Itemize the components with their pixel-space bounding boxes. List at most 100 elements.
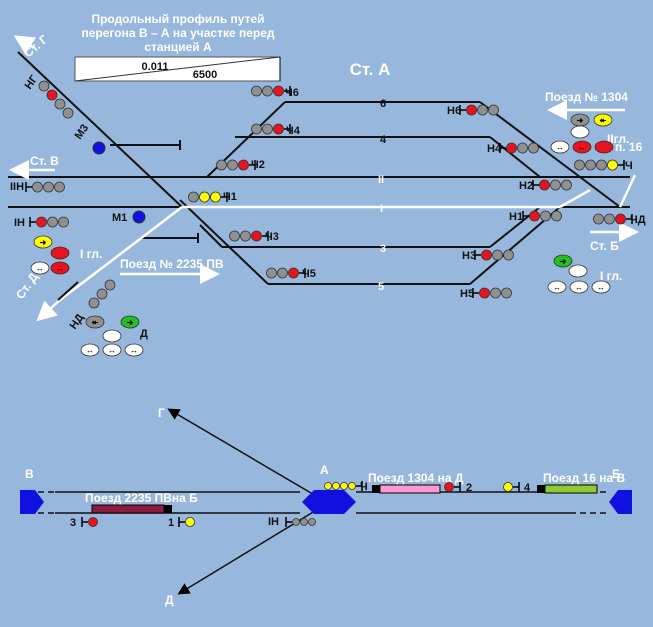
dir-d: Ст. Д xyxy=(13,270,41,302)
sig-label-n4: Н4 xyxy=(487,143,502,155)
svg-text:↔: ↔ xyxy=(578,143,586,152)
signal-m3 xyxy=(92,141,106,155)
signal-lamp xyxy=(481,249,492,261)
svg-text:➜: ➜ xyxy=(40,238,47,247)
sig-label-ch6: Ч6 xyxy=(285,87,299,99)
scheme-signal-ch xyxy=(324,481,363,491)
signal-chd xyxy=(593,213,633,225)
sig-label-ch2: Ч2 xyxy=(251,159,265,171)
ladder-5-left xyxy=(179,199,269,285)
ladder-4-right xyxy=(489,136,541,178)
track-num-4: 4 xyxy=(380,134,387,146)
signal-ch3 xyxy=(229,230,269,242)
tracks xyxy=(8,51,630,285)
scheme-signal-In xyxy=(285,517,316,527)
sig-label-n6: Н6 xyxy=(447,105,461,117)
indicator-east-8 xyxy=(568,264,588,278)
track-num-I: I xyxy=(380,203,383,215)
signal-lamp xyxy=(607,159,618,171)
sig-label-m3: М3 xyxy=(73,122,92,141)
scheme-signal-2 xyxy=(444,482,461,492)
indicator-west-1: ➜ xyxy=(33,235,53,249)
signal-lamp xyxy=(38,80,50,92)
sig-label-n2: Н2 xyxy=(519,180,533,192)
sig-label-n5: Н5 xyxy=(460,288,474,300)
signal-lamp xyxy=(54,181,65,193)
signal-lamp xyxy=(503,249,514,261)
signal-labels: Ч6 Ч4 Ч2 Ч1 Ч3 Ч5 Н6 Н4 Н2 Н1 Н3 Н5 НГ М… xyxy=(10,73,646,340)
signal-lamp xyxy=(596,159,607,171)
signal-ch5 xyxy=(266,267,306,279)
signal-lamp xyxy=(490,287,501,299)
sig-label-ch5: Ч5 xyxy=(302,268,316,280)
profile-length: 6500 xyxy=(193,69,217,81)
profile-title-1: Продольный профиль путей xyxy=(91,12,264,26)
station-a-block xyxy=(302,490,356,514)
signal-lamp xyxy=(251,230,262,242)
ladder-6-right xyxy=(479,101,621,208)
indicator-east-11: ↔ xyxy=(591,280,611,294)
indicator-west-6: ➜ xyxy=(120,315,140,329)
signal-lamp xyxy=(238,159,249,171)
indicator-east-10: ↔ xyxy=(569,280,589,294)
scheme-sig-2: 2 xyxy=(466,482,472,494)
signal-lamp xyxy=(444,482,454,492)
signal-lamp xyxy=(229,230,240,242)
signal-m1 xyxy=(132,210,146,224)
signal-lamp xyxy=(604,213,615,225)
signal-lamp xyxy=(36,216,47,228)
station-v-block xyxy=(20,490,44,514)
ladder-3-left xyxy=(199,224,223,248)
signal-lamp xyxy=(96,288,108,300)
signal-lamp xyxy=(300,518,308,526)
svg-text:↔: ↔ xyxy=(597,283,605,292)
sig-label-n3: Н3 xyxy=(462,250,476,262)
profile-slope xyxy=(74,56,281,82)
track-num-5: 5 xyxy=(378,281,384,293)
signal-lamp xyxy=(266,267,277,279)
indicator-west-7 xyxy=(102,329,122,343)
signal-lamp xyxy=(273,85,284,97)
east-II-label: IIгл. xyxy=(607,132,629,146)
scheme-sig-4: 4 xyxy=(524,482,531,494)
signals-group: ➜↔↔↞➜↔↔↔➜↞↔↔➜↔↔↔ xyxy=(25,80,633,357)
white-route xyxy=(59,174,637,301)
signal-lamp xyxy=(529,210,540,222)
sig-label-nd: НД xyxy=(68,312,87,332)
dir-v: Ст. В xyxy=(30,154,59,168)
signal-lamp xyxy=(185,517,195,527)
indicator-east-5: ↔ xyxy=(572,140,592,154)
signal-ng xyxy=(38,80,74,119)
scheme-sig-1: 1 xyxy=(168,517,174,529)
signal-lamp xyxy=(517,142,528,154)
sig-label-In: IН xyxy=(14,217,25,229)
signal-lamp xyxy=(332,482,340,490)
scheme-signal-1 xyxy=(178,517,195,527)
sig-label-ch1: Ч1 xyxy=(223,191,237,203)
signal-lamp xyxy=(104,279,116,291)
indicator-east-6 xyxy=(594,140,614,154)
signal-lamp xyxy=(32,181,43,193)
train-16-bar xyxy=(544,484,598,494)
indicator-east-4: ↔ xyxy=(550,140,570,154)
profile-grade: 0.011 xyxy=(142,61,169,73)
scheme-sig-3: 3 xyxy=(70,517,76,529)
dir-g: Ст. Г xyxy=(21,32,51,60)
indicator-west-10: ↔ xyxy=(124,343,144,357)
signal-lamp xyxy=(615,213,626,225)
signal-lamp xyxy=(54,98,66,110)
signal-lamp xyxy=(506,142,517,154)
sig-label-ch3: Ч3 xyxy=(265,231,279,243)
dir-b: Ст. Б xyxy=(590,239,619,253)
signal-n3 xyxy=(474,249,514,261)
indicator-west-2 xyxy=(50,246,70,260)
signal-lamp xyxy=(62,107,74,119)
scheme-g: Г xyxy=(158,406,165,420)
indicator-east-2: ↞ xyxy=(593,113,613,127)
signal-lamp xyxy=(262,123,273,135)
signal-lamp xyxy=(277,267,288,279)
signal-lamp xyxy=(550,179,561,191)
indicator-east-7: ➜ xyxy=(553,254,573,268)
signal-lamp xyxy=(539,179,550,191)
signal-lamp xyxy=(503,482,513,492)
